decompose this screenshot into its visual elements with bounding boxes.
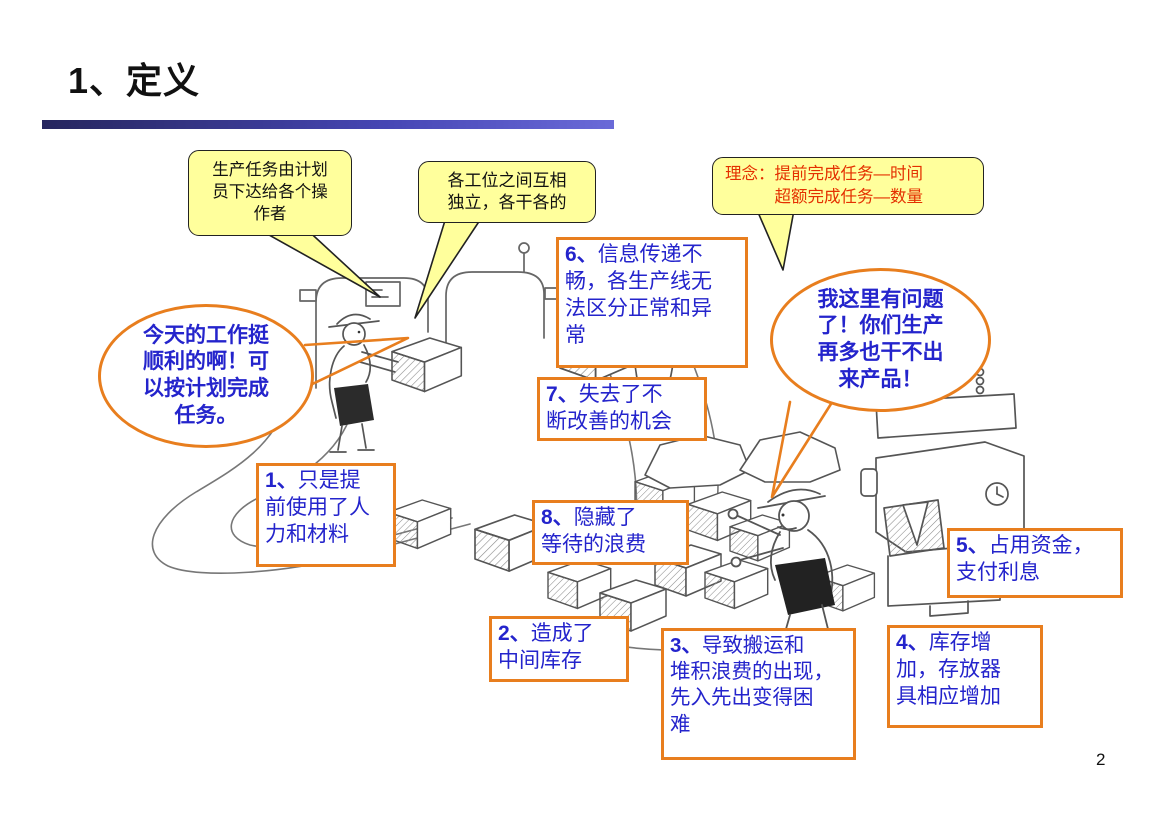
problem-number: 1、: [265, 469, 298, 492]
problem-number: 8、: [541, 506, 574, 529]
speech-bubble-manager: 我这里有问题 了！你们生产 再多也干不出 来产品！: [770, 268, 991, 412]
problem-text: 导致搬运和 堆积浪费的出现， 先入先出变得困 难: [670, 634, 834, 736]
problem-box-2: 2、造成了 中间库存: [489, 616, 629, 682]
problem-number: 6、: [565, 243, 598, 266]
problem-box-3: 3、导致搬运和 堆积浪费的出现， 先入先出变得困 难: [661, 628, 856, 760]
problem-text: 信息传递不 畅，各生产线无 法区分正常和异 常: [565, 243, 712, 347]
problem-text: 占用资金， 支付利息: [956, 534, 1094, 584]
page-number: 2: [1096, 750, 1106, 769]
worker-planner: [328, 313, 399, 453]
title-divider-bar: [42, 120, 614, 129]
machines: [299, 242, 562, 389]
problem-number: 3、: [670, 634, 702, 657]
callout-concept: 理念：提前完成任务—时间 超额完成任务—数量: [712, 157, 984, 215]
problem-box-1: 1、只是提 前使用了人 力和材料: [256, 463, 396, 567]
problem-box-5: 5、占用资金， 支付利息: [947, 528, 1123, 598]
page-title: 1、定义: [68, 60, 201, 101]
speech-bubble-worker: 今天的工作挺 顺利的啊！可 以按计划完成 任务。: [98, 304, 314, 448]
problem-text: 造成了 中间库存: [498, 622, 594, 672]
problem-text: 库存增 加，存放器 具相应增加: [896, 631, 1001, 708]
problem-box-4: 4、库存增 加，存放器 具相应增加: [887, 625, 1043, 728]
problem-text: 只是提 前使用了人 力和材料: [265, 469, 370, 546]
pile-sacks: [644, 431, 841, 489]
problem-text: 失去了不 断改善的机会: [546, 383, 672, 433]
problem-number: 2、: [498, 622, 531, 645]
problem-box-6: 6、信息传递不 畅，各生产线无 法区分正常和异 常: [556, 237, 748, 368]
problem-box-7: 7、失去了不 断改善的机会: [537, 377, 707, 441]
problem-number: 7、: [546, 383, 579, 406]
problem-box-8: 8、隐藏了 等待的浪费: [532, 500, 689, 565]
callout-planner: 生产任务由计划 员下达给各个操 作者: [188, 150, 352, 236]
callout-stations: 各工位之间互相 独立，各干各的: [418, 161, 596, 223]
problem-text: 隐藏了 等待的浪费: [541, 506, 646, 556]
bubble-pointers: [298, 336, 838, 499]
problem-number: 5、: [956, 534, 989, 557]
problem-number: 4、: [896, 631, 929, 654]
